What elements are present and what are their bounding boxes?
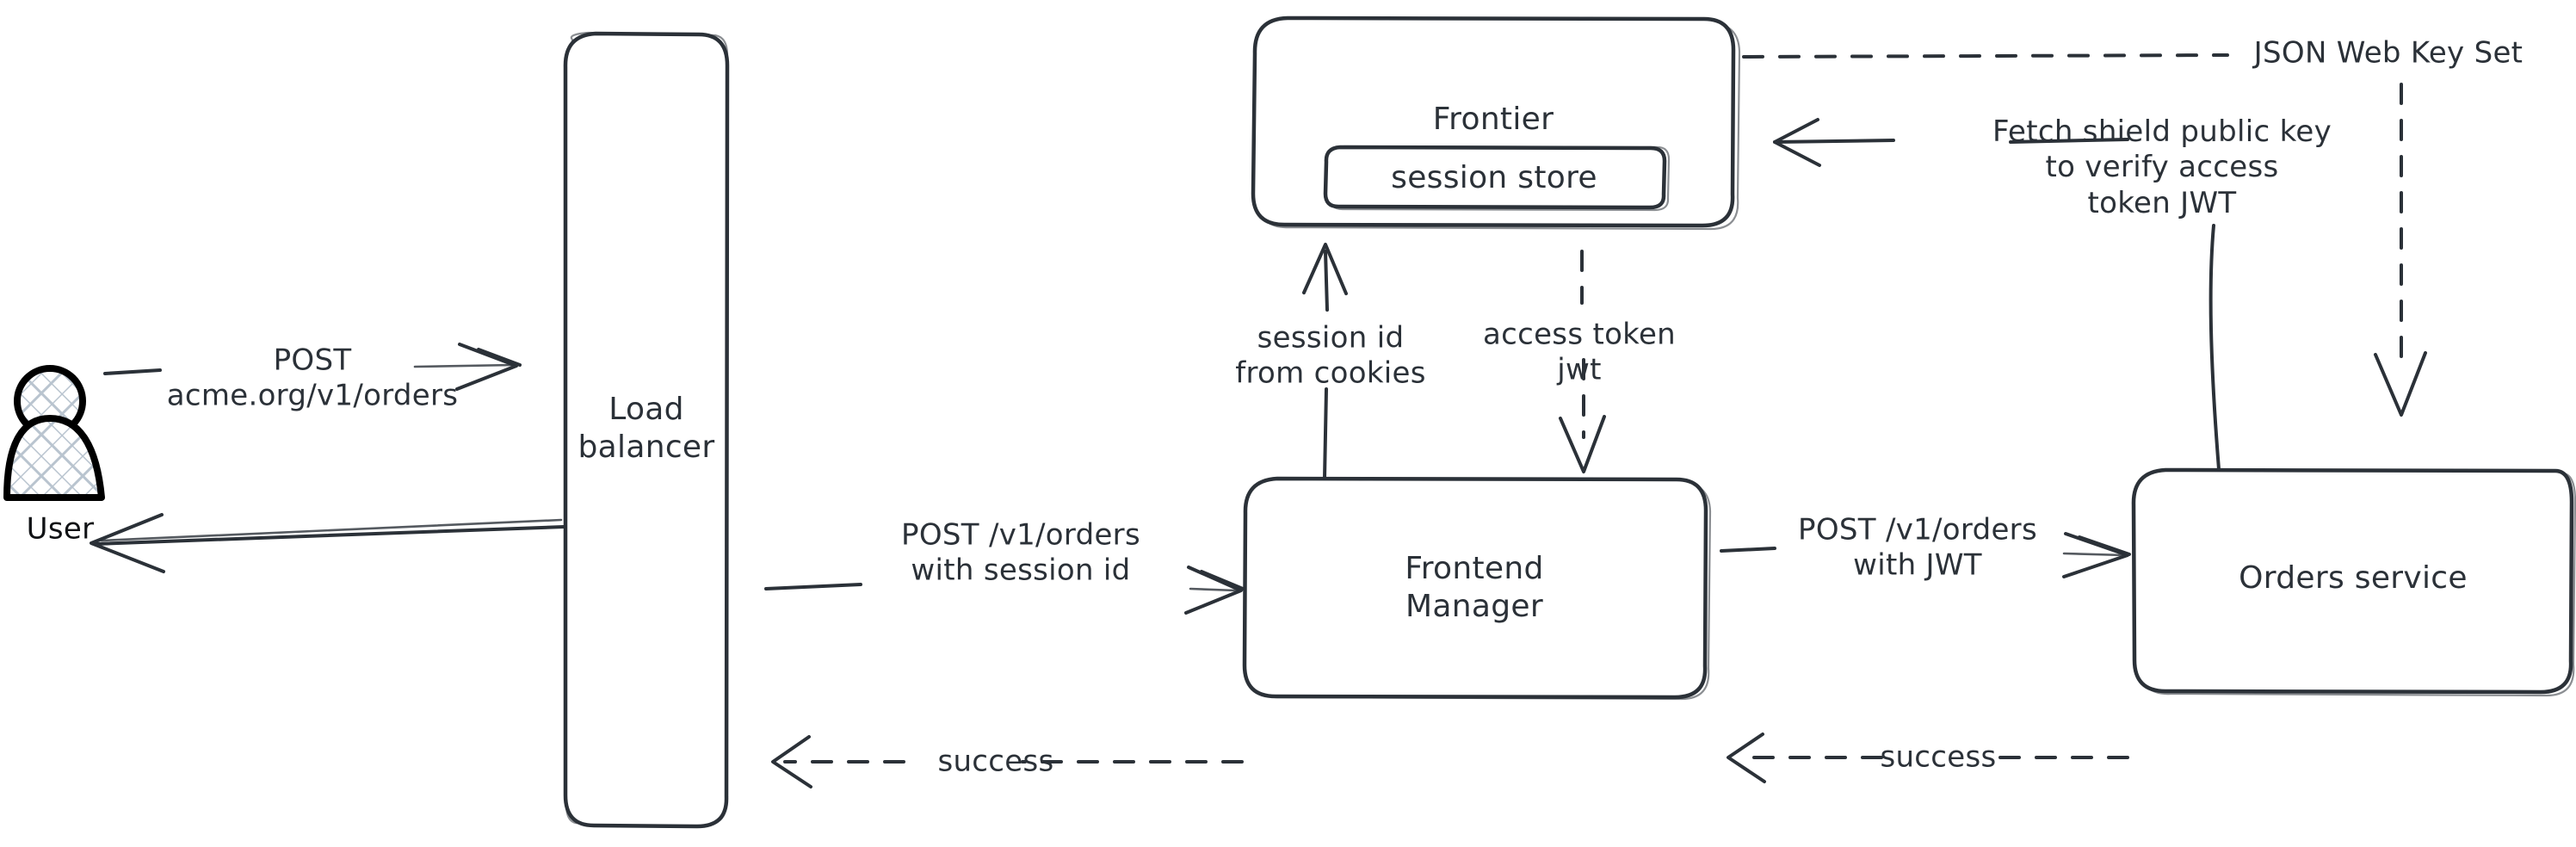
edge-user-to-load-balancer (103, 343, 522, 391)
edge-frontend-manager-to-frontier (1302, 243, 1348, 480)
edge-load-balancer-to-frontend-manager (764, 566, 1245, 615)
edge-frontier-to-frontend-manager (1559, 250, 1606, 473)
session-store-box[interactable] (1323, 145, 1671, 212)
load-balancer-box[interactable] (563, 31, 730, 829)
edge-orders-service-to-frontend-manager (1727, 733, 2129, 783)
orders-service-box[interactable] (2131, 467, 2576, 697)
frontend-manager-box[interactable] (1242, 476, 1712, 701)
edge-frontend-manager-to-orders-service (1720, 532, 2131, 578)
edge-frontend-manager-to-load-balancer (771, 735, 1244, 788)
edge-load-balancer-to-user (90, 513, 565, 573)
edge-frontier-to-orders-service (1742, 53, 2427, 417)
user-actor-icon (3, 365, 105, 501)
edge-orders-service-to-frontier (1773, 118, 2221, 471)
